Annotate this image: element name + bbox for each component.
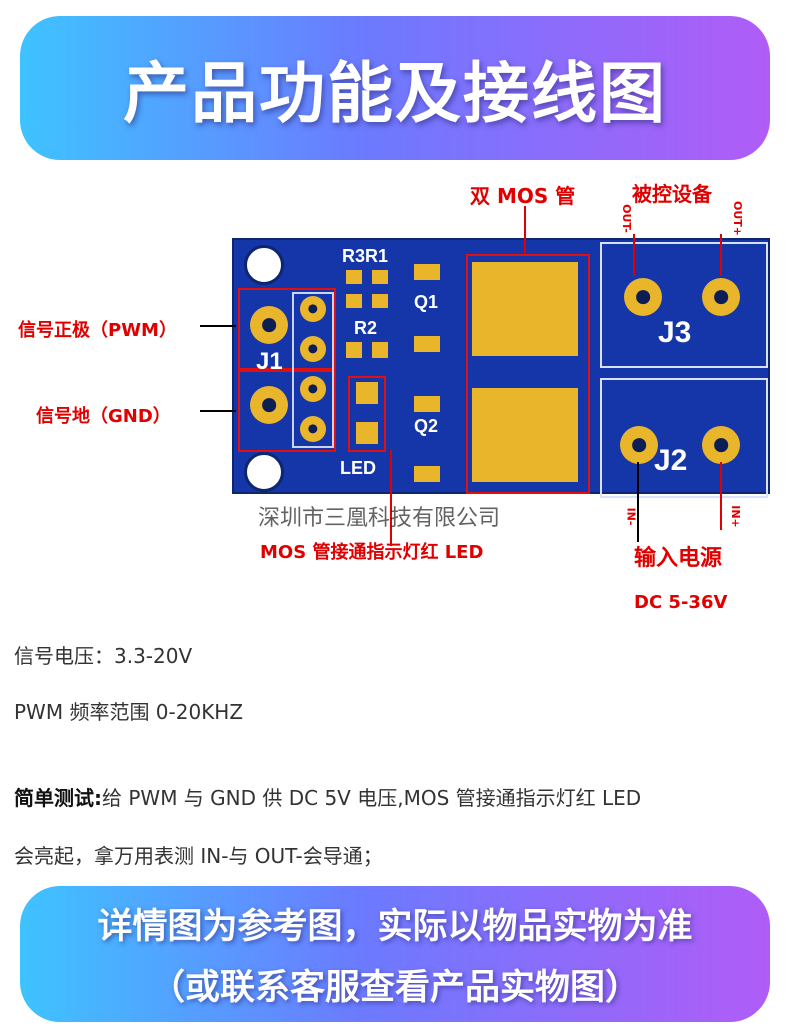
pcb-board: J1 R3R1 R2 LED Q1 Q2 J3 J2	[232, 238, 770, 498]
line-out-minus	[633, 234, 635, 276]
line-dual-mos	[524, 206, 526, 254]
page-title: 产品功能及接线图	[123, 55, 667, 132]
mount-hole-top	[244, 245, 284, 285]
silk-q1: Q1	[414, 292, 439, 312]
label-controlled-device: 被控设备	[632, 182, 712, 206]
pin-in-plus: IN+	[728, 505, 742, 528]
label-power-spec: DC 5-36V	[634, 592, 728, 613]
pin-out-plus: OUT+	[731, 200, 745, 237]
j1-pad-1	[250, 306, 288, 344]
label-power-input: 输入电源	[634, 546, 723, 571]
watermark-company: 深圳市三凰科技有限公司	[258, 506, 501, 531]
resistor-pad-4	[372, 294, 388, 308]
spec-test-label: 简单测试:	[14, 786, 102, 810]
resistor-pad-5	[346, 342, 362, 358]
j3-pad-out-plus	[702, 278, 740, 316]
j2-pad-in-minus	[620, 426, 658, 464]
line-out-plus	[720, 234, 722, 276]
silk-j2: J2	[654, 444, 688, 477]
resistor-pad-6	[372, 342, 388, 358]
j1-outline	[292, 292, 334, 448]
mos-pad-2	[472, 388, 578, 482]
line-in-plus	[720, 462, 722, 530]
footer-line-2: （或联系客服查看产品实物图）	[149, 968, 640, 1008]
spec-test-text-2: 会亮起，拿万用表测 IN-与 OUT-会导通；	[14, 844, 383, 868]
line-led	[390, 450, 392, 546]
j1-pin-d	[300, 416, 326, 442]
resistor-pad-1	[346, 270, 362, 284]
silk-r3r1: R3R1	[342, 246, 389, 266]
mount-hole-bottom	[244, 452, 284, 492]
j1-pin-b	[300, 336, 326, 362]
silk-q2: Q2	[414, 416, 439, 436]
pin-in-minus: IN-	[624, 507, 638, 526]
j1-ground-box	[238, 370, 336, 452]
spec-test-text-1: 给 PWM 与 GND 供 DC 5V 电压,MOS 管接通指示灯红 LED	[102, 786, 642, 810]
spec-simple-test: 简单测试:给 PWM 与 GND 供 DC 5V 电压,MOS 管接通指示灯红 …	[14, 782, 641, 811]
led-box	[348, 376, 386, 452]
q1-pad-top	[414, 264, 440, 280]
silk-j1: J1	[256, 348, 283, 375]
pin-out-minus: OUT-	[619, 204, 633, 233]
j3-outline	[600, 242, 768, 368]
footer-line-1: 详情图为参考图，实际以物品实物为准	[97, 907, 693, 947]
label-mos-indicator: MOS 管接通指示灯红 LED	[260, 542, 484, 563]
silk-r2: R2	[354, 318, 378, 338]
mos-box	[466, 254, 590, 494]
spec-pwm-frequency: PWM 频率范围 0-20KHZ	[14, 700, 244, 724]
label-dual-mos: 双 MOS 管	[470, 184, 576, 208]
footer-banner: 详情图为参考图，实际以物品实物为准 （或联系客服查看产品实物图）	[20, 886, 770, 1022]
header-banner: 产品功能及接线图	[20, 16, 770, 160]
j2-pad-in-plus	[702, 426, 740, 464]
j1-pin-c	[300, 376, 326, 402]
j1-signal-box	[238, 288, 336, 370]
label-signal-positive: 信号正极（PWM）	[18, 320, 177, 341]
line-signal-positive	[200, 325, 236, 327]
silk-led: LED	[340, 458, 376, 478]
j3-pad-out-minus	[624, 278, 662, 316]
resistor-pad-2	[372, 270, 388, 284]
silk-j3: J3	[658, 316, 692, 349]
q2-pad-bottom	[414, 466, 440, 482]
j1-pin-a	[300, 296, 326, 322]
j1-pad-2	[250, 386, 288, 424]
line-signal-ground	[200, 410, 236, 412]
q1-pad-bottom	[414, 336, 440, 352]
led-pad-2	[356, 422, 378, 444]
mos-pad-1	[472, 262, 578, 356]
line-in-minus	[637, 462, 639, 542]
spec-signal-voltage: 信号电压：3.3-20V	[14, 644, 193, 668]
resistor-pad-3	[346, 294, 362, 308]
led-pad-1	[356, 382, 378, 404]
j2-outline	[600, 378, 768, 498]
label-signal-ground: 信号地（GND）	[36, 406, 171, 427]
q2-pad-top	[414, 396, 440, 412]
